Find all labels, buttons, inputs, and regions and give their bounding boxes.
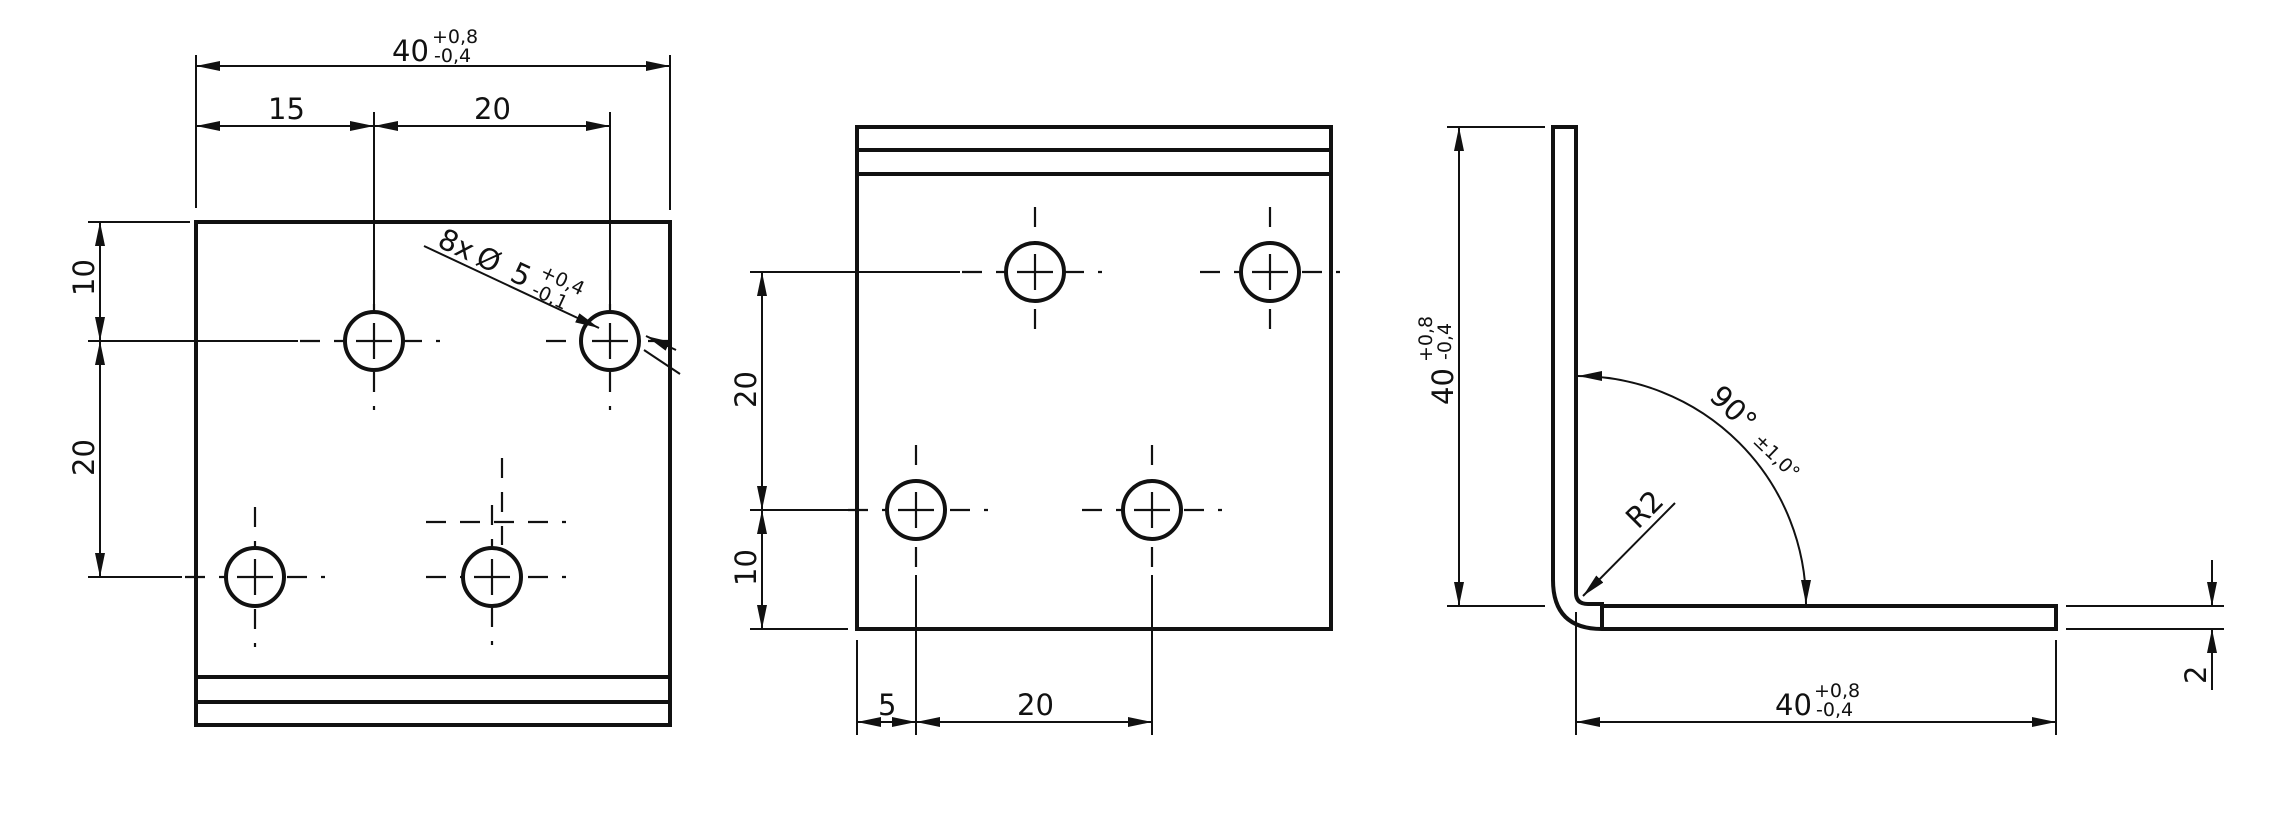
front-hole-offset-y-value: 10 <box>67 259 101 296</box>
side-height-value: 40 <box>1426 368 1460 405</box>
middle-hole-bottom-right <box>1082 445 1222 575</box>
middle-hole-offset-y-value: 10 <box>729 549 763 586</box>
middle-hole-bottom-left <box>848 445 988 575</box>
front-hole-pitch-y-value: 20 <box>67 439 101 476</box>
middle-hole-top-left <box>962 207 1102 340</box>
side-length-value: 40 <box>1775 688 1812 722</box>
front-hole-bottom-left <box>185 507 325 647</box>
front-hole-bottom-right <box>426 458 566 645</box>
side-length-tol-upper: +0,8 <box>1814 680 1860 702</box>
middle-hole-pitch-x-value: 20 <box>1017 688 1054 722</box>
thickness-value: 2 <box>2179 666 2213 684</box>
front-width-tol-upper: +0,8 <box>432 26 478 48</box>
middle-hole-offset-x-value: 5 <box>878 688 896 722</box>
middle-plate-outline <box>855 125 1333 631</box>
side-height-tol-lower: -0,4 <box>1434 323 1456 360</box>
hole-callout-diameter: 5 <box>506 255 537 294</box>
side-height-tol-upper: +0,8 <box>1415 316 1437 362</box>
front-view: 40 +0,8 -0,4 15 20 10 20 8x Ø 5 +0,4 -0,… <box>67 26 681 727</box>
front-hole-offset-x-value: 15 <box>268 92 305 126</box>
front-width-tol-lower: -0,4 <box>434 45 471 67</box>
front-hole-pitch-x-value: 20 <box>474 92 511 126</box>
side-length-tol-lower: -0,4 <box>1816 699 1853 721</box>
middle-hole-pitch-y-value: 20 <box>729 371 763 408</box>
middle-view: 20 10 5 20 <box>729 125 1340 735</box>
angle-tol: ±1,0° <box>1749 430 1804 484</box>
angle-profile <box>1551 125 2058 631</box>
front-plate-outline <box>194 220 672 727</box>
front-width-value: 40 <box>392 34 429 68</box>
hole-callout-count: 8x <box>433 222 480 268</box>
angle-arc <box>1577 371 1811 605</box>
angle-value: 90° <box>1703 379 1764 439</box>
diameter-icon: Ø <box>471 239 506 279</box>
front-hole-top-left <box>300 270 440 410</box>
hole-callout: 8x Ø 5 +0,4 -0,1 <box>433 222 588 315</box>
side-view: 40 +0,8 -0,4 90° ±1,0° R2 2 40 +0,8 -0,4 <box>1415 125 2224 735</box>
radius-leader <box>1582 502 1676 597</box>
middle-hole-top-right <box>1200 207 1340 340</box>
radius-value: R2 <box>1619 484 1670 535</box>
hole-callout-leader <box>423 245 600 329</box>
